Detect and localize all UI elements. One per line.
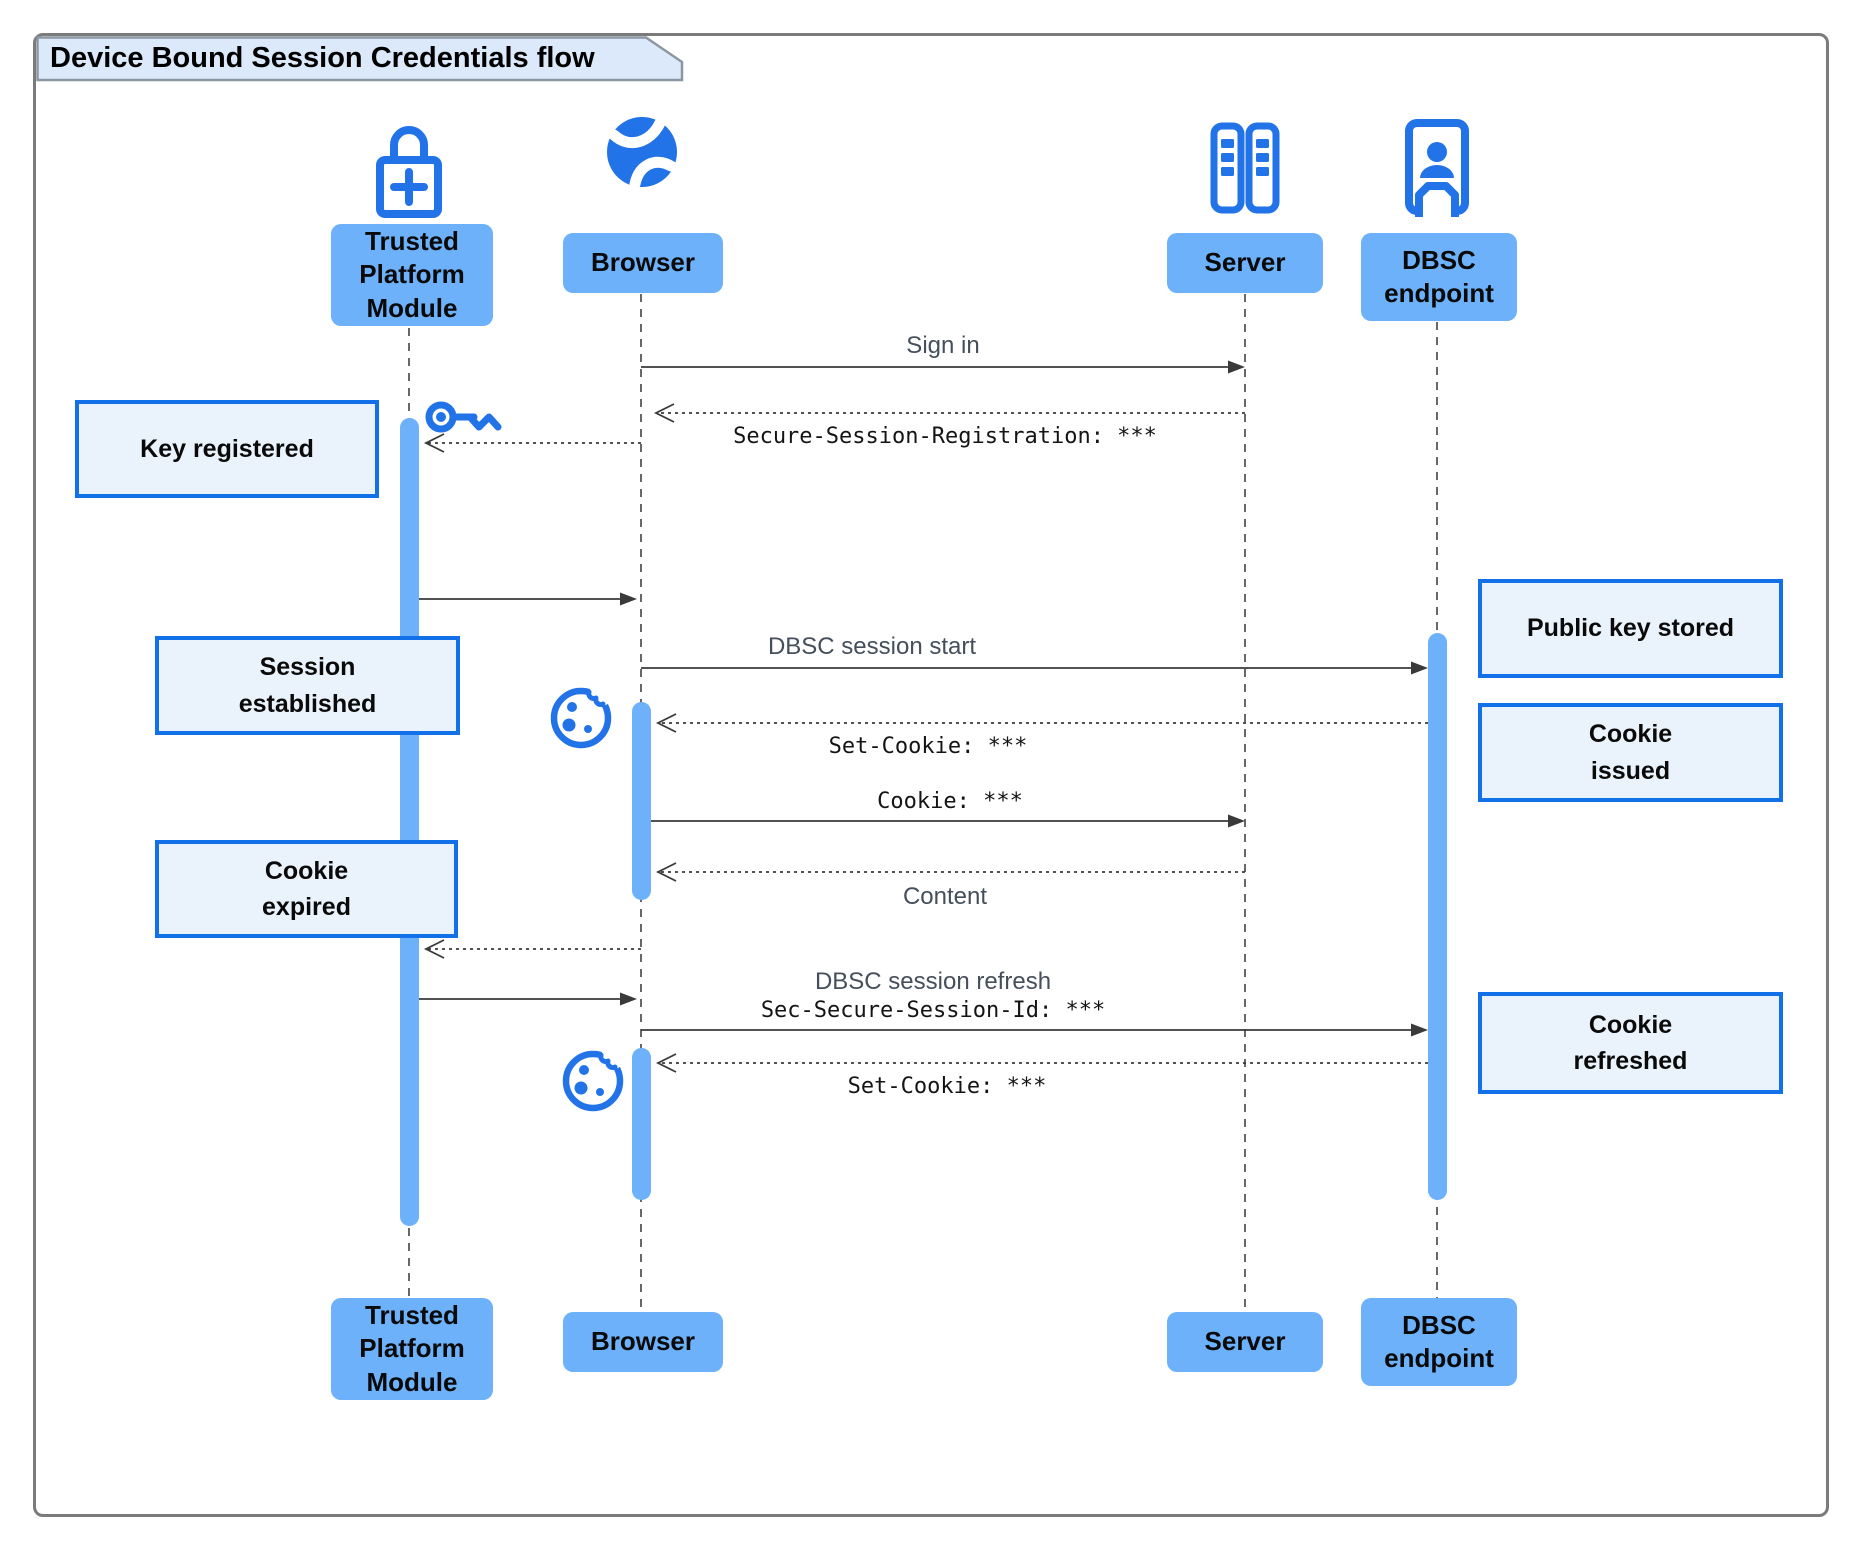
actor-box-tpm-bottom: Trusted Platform Module (331, 1298, 493, 1400)
message-arrow-registration (653, 403, 1245, 423)
browser-globe-icon (607, 117, 677, 190)
cookie-icon-2 (562, 1045, 625, 1112)
actor-box-server-bottom: Server (1167, 1312, 1323, 1372)
message-label-content: Content (902, 883, 988, 910)
page-title: Device Bound Session Credentials flow (50, 41, 595, 74)
message-label-dbsc-session-start: DBSC session start (767, 633, 977, 660)
message-label-dbsc-session-refresh: DBSC session refresh Sec-Secure-Session-… (761, 968, 1105, 1023)
title-tab-shape (36, 36, 684, 82)
message-arrow-refresh-request-sign (423, 939, 641, 959)
title-tab: Device Bound Session Credentials flow (36, 36, 686, 82)
actor-box-browser-top: Browser (563, 233, 723, 293)
note-cookie-refreshed: Cookie refreshed (1478, 992, 1783, 1094)
activation-bar-dbsc (1428, 633, 1447, 1200)
message-label-dbsc-session-refresh-line1: DBSC session refresh (814, 968, 1052, 995)
message-arrow-dbsc-session-refresh (641, 1023, 1428, 1037)
message-arrow-set-cookie-1 (655, 713, 1428, 733)
actor-box-dbsc-bottom: DBSC endpoint (1361, 1298, 1517, 1386)
message-label-registration: Secure-Session-Registration: *** (733, 424, 1157, 449)
activation-bar-browser-2 (632, 1048, 651, 1200)
note-cookie-expired: Cookie expired (155, 840, 458, 938)
note-key-registered: Key registered (75, 400, 379, 498)
actor-box-dbsc-top: DBSC endpoint (1361, 233, 1517, 321)
message-label-set-cookie-2: Set-Cookie: *** (847, 1074, 1047, 1099)
message-arrow-key-ready (419, 592, 637, 606)
message-arrow-dbsc-session-start (641, 661, 1428, 675)
message-arrow-sign-in (641, 360, 1245, 374)
message-label-cookie: Cookie: *** (877, 789, 1023, 814)
activation-bar-browser-1 (632, 702, 651, 900)
message-arrow-set-cookie-2 (655, 1053, 1428, 1073)
message-arrow-register-key (423, 433, 641, 453)
actor-box-browser-bottom: Browser (563, 1312, 723, 1372)
activation-bar-tpm (400, 418, 419, 1226)
key-icon (425, 401, 502, 433)
tpm-lock-plus-icon (376, 126, 442, 218)
message-label-dbsc-session-refresh-line2: Sec-Secure-Session-Id: *** (760, 998, 1106, 1023)
message-label-sign-in: Sign in (906, 332, 980, 359)
actor-box-tpm-top: Trusted Platform Module (331, 224, 493, 326)
note-session-established: Session established (155, 636, 460, 735)
dbsc-person-door-icon (1405, 119, 1469, 217)
message-arrow-signature-ready (419, 992, 637, 1006)
cookie-icon-1 (550, 682, 613, 749)
note-public-key-stored: Public key stored (1478, 579, 1783, 678)
message-arrow-cookie (651, 814, 1245, 828)
server-rack-icon (1210, 122, 1280, 214)
message-arrow-content (655, 862, 1245, 882)
message-label-set-cookie-1: Set-Cookie: *** (828, 734, 1028, 759)
actor-box-server-top: Server (1167, 233, 1323, 293)
note-cookie-issued: Cookie issued (1478, 703, 1783, 802)
